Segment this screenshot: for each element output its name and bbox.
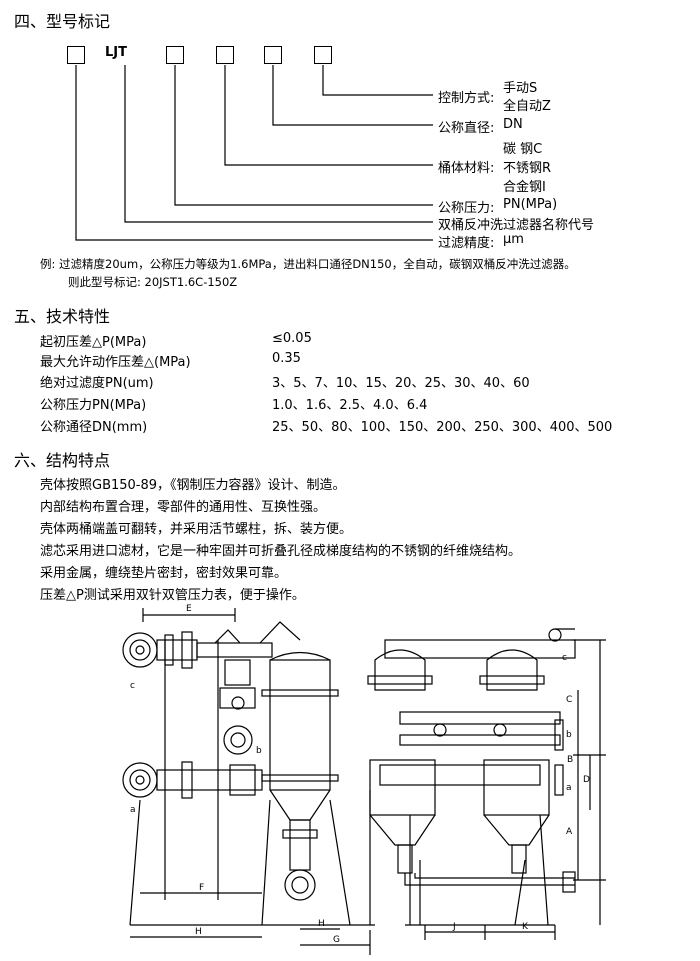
spec-label: 公称压力PN(MPa) (40, 398, 147, 413)
dim-label-c: C (566, 695, 572, 705)
pressure-label: 公称压力: (438, 201, 495, 216)
feature-item: 壳体两桶端盖可翻转，并采用活节螺柱，拆、装方便。 (40, 522, 353, 537)
spec-label: 起初压差△P(MPa) (40, 335, 147, 350)
pressure-value: PN(MPa) (503, 197, 558, 212)
material-stainless: 不锈钢R (503, 161, 552, 176)
code-label: 双桶反冲洗过滤器名称代号 (438, 218, 595, 233)
diameter-value: DN (503, 117, 523, 132)
material-label: 桶体材料: (438, 161, 495, 176)
dim-label-b: B (567, 755, 573, 765)
spec-value: 0.35 (272, 351, 301, 366)
precision-unit: μm (503, 232, 524, 247)
dim-label-f: F (199, 883, 204, 893)
spec-value: ≤0.05 (272, 331, 312, 346)
section-4-heading: 四、型号标记 (14, 12, 111, 31)
model-box-diameter (264, 46, 282, 64)
model-box-control (314, 46, 332, 64)
model-box-precision (67, 46, 85, 64)
dim-label-e: E (186, 604, 192, 614)
precision-label: 过滤精度: (438, 236, 495, 251)
port-label-a-right: a (566, 783, 572, 793)
control-manual: 手动S (503, 81, 538, 96)
example-line-1: 例: 过滤精度20um，公称压力等级为1.6MPa，进出料口通径DN150，全自… (40, 257, 576, 271)
spec-label: 最大允许动作压差△(MPa) (40, 355, 191, 370)
section-6-heading: 六、结构特点 (14, 451, 111, 470)
feature-item: 内部结构布置合理，零部件的通用性、互换性强。 (40, 500, 327, 515)
spec-value: 3、5、7、10、15、20、25、30、40、60 (272, 376, 530, 391)
spec-label: 公称通径DN(mm) (40, 420, 148, 435)
dim-label-a: A (566, 827, 573, 837)
dim-label-k: K (522, 922, 529, 932)
model-box-pressure (166, 46, 184, 64)
dim-label-d: D (583, 775, 590, 785)
control-auto: 全自动Z (503, 99, 551, 114)
port-label-a: a (130, 805, 136, 815)
material-carbon: 碳 钢C (503, 142, 543, 157)
feature-item: 压差△P测试采用双针双管压力表，便于操作。 (40, 588, 305, 603)
model-code: LJT (105, 45, 127, 60)
example-line-2: 则此型号标记: 20JST1.6C-150Z (68, 275, 238, 289)
feature-item: 壳体按照GB150-89，《钢制压力容器》设计、制造。 (40, 478, 346, 493)
material-alloy: 合金钢I (503, 180, 546, 195)
dim-label-h: H (195, 927, 202, 937)
feature-item: 采用金属，缠绕垫片密封，密封效果可靠。 (40, 566, 288, 581)
spec-value: 25、50、80、100、150、200、250、300、400、500 (272, 420, 613, 435)
section-5-heading: 五、技术特性 (14, 307, 111, 326)
control-label: 控制方式: (438, 91, 495, 106)
dim-label-j: J (452, 922, 456, 932)
port-label-b-right: b (566, 730, 572, 740)
diameter-label: 公称直径: (438, 121, 495, 136)
port-label-c-right: c (562, 653, 567, 663)
spec-value: 1.0、1.6、2.5、4.0、6.4 (272, 398, 428, 413)
port-label-b: b (256, 746, 262, 756)
dim-label-h2: H (318, 919, 325, 929)
spec-label: 绝对过滤度PN(um) (40, 376, 154, 391)
port-label-c: c (130, 681, 135, 691)
feature-item: 滤芯采用进口滤材，它是一种牢固并可折叠孔径成梯度结构的不锈钢的纤维烧结构。 (40, 544, 522, 559)
model-box-material (216, 46, 234, 64)
dim-label-g: G (333, 935, 340, 945)
